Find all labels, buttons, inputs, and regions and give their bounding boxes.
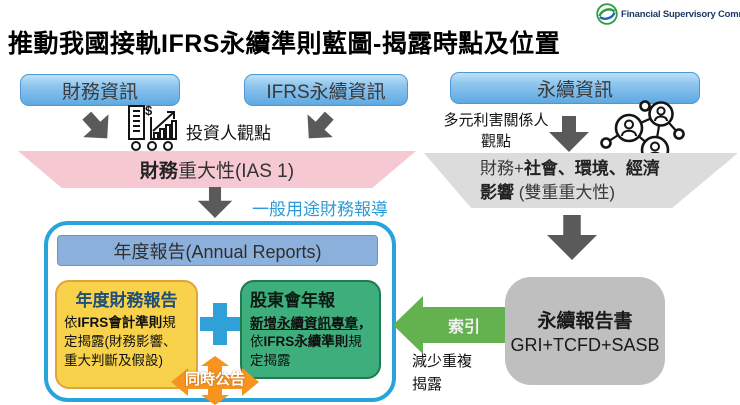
reduce-line2: 揭露 xyxy=(412,376,443,393)
shareholder-report-body: 依IFRS永續準則規定揭露 xyxy=(250,332,372,370)
shareholder-subtitle-text: 新增永續資訊專章 xyxy=(250,316,358,331)
shareholder-report-title: 股東會年報 xyxy=(250,291,335,310)
fsc-logo-text: Financial Supervisory Commission xyxy=(621,8,740,20)
shareholder-report-subtitle: 新增永續資訊專章， xyxy=(250,312,372,332)
smr-body-pre: 依 xyxy=(250,334,264,349)
index-arrow-icon xyxy=(393,296,505,354)
shareholder-report-card: 股東會年報 新增永續資訊專章， 依IFRS永續準則規定揭露 xyxy=(240,280,381,379)
box-sustainability-info-label: 永續資訊 xyxy=(536,79,613,101)
index-label: 索引 xyxy=(447,319,480,336)
financial-materiality-trapezoid: 財務重大性(IAS 1) xyxy=(18,151,416,188)
double-materiality-line2: 影響 (雙重重大性) xyxy=(480,181,738,205)
afr-body-rest: 規定揭露(財務影響、重大判斷及假設) xyxy=(64,315,177,368)
fsc-logo-icon xyxy=(596,3,618,25)
box-financial-info: 財務資訊 xyxy=(20,74,180,106)
financial-materiality-bold: 財務 xyxy=(139,161,178,182)
stakeholder-line2: 觀點 xyxy=(480,133,511,150)
arrow-to-annual-reports-icon xyxy=(197,187,233,218)
afr-body-pre: 依 xyxy=(64,315,78,330)
stakeholder-perspective-label: 多元利害關係人 觀點 xyxy=(437,110,555,152)
arrow-to-sustainability-report-icon xyxy=(547,215,597,260)
arrow-financial-down-icon xyxy=(82,111,109,139)
double-materiality-rest: (雙重重大性) xyxy=(514,183,616,202)
arrow-sustainability-down-icon xyxy=(549,116,589,152)
investor-icon: $ xyxy=(128,103,177,159)
plus-icon xyxy=(200,303,240,345)
annual-financial-report-card: 年度財務報告 依IFRS會計準則規定揭露(財務影響、重大判斷及假設) xyxy=(55,280,198,389)
smr-body-rest: 規定揭露 xyxy=(250,334,362,368)
page-title: 推動我國接軌IFRS永續準則藍圖-揭露時點及位置 xyxy=(8,30,561,58)
investor-perspective-label: 投資人觀點 xyxy=(186,124,271,143)
annual-reports-header: 年度報告(Annual Reports) xyxy=(57,235,378,266)
sustainability-report-title: 永續報告書 xyxy=(537,311,633,332)
double-materiality-pre: 財務+ xyxy=(480,159,524,178)
afr-body-bold: IFRS會計準則 xyxy=(77,315,163,330)
fsc-logo: Financial Supervisory Commission xyxy=(596,3,740,25)
reduce-duplicate-disclosure-label: 減少重複 揭露 xyxy=(412,350,472,396)
box-ifrs-sustainability-info: IFRS永續資訊 xyxy=(244,74,408,106)
stakeholder-line1: 多元利害關係人 xyxy=(443,112,549,129)
annual-reports-header-label: 年度報告(Annual Reports) xyxy=(113,241,322,262)
general-purpose-reporting-label: 一般用途財務報導 xyxy=(252,200,388,219)
sustainability-report-frameworks: GRI+TCFD+SASB xyxy=(510,335,660,355)
simultaneous-announcement-label: 同時公告 xyxy=(184,371,245,388)
double-materiality-bold2: 影響 xyxy=(480,183,514,202)
box-sustainability-info: 永續資訊 xyxy=(450,72,700,104)
smr-body-bold: IFRS永續準則 xyxy=(263,334,349,349)
double-materiality-line1: 財務+社會、環境、經濟 xyxy=(480,157,738,181)
simultaneous-announcement-arrow-icon xyxy=(171,356,259,405)
shareholder-subtitle-tail: ， xyxy=(358,316,372,331)
arrow-ifrs-down-icon xyxy=(307,111,334,139)
box-ifrs-sustainability-info-label: IFRS永續資訊 xyxy=(266,81,386,103)
financial-materiality-rest: 重大性(IAS 1) xyxy=(177,161,295,182)
annual-financial-report-title: 年度財務報告 xyxy=(75,291,178,310)
box-financial-info-label: 財務資訊 xyxy=(61,81,138,103)
sustainability-report-card: 永續報告書 GRI+TCFD+SASB xyxy=(505,277,665,385)
reduce-line1: 減少重複 xyxy=(412,353,473,370)
annual-financial-report-body: 依IFRS會計準則規定揭露(財務影響、重大判斷及假設) xyxy=(64,313,189,370)
double-materiality-bold1: 社會、環境、經濟 xyxy=(523,159,660,178)
svg-text:$: $ xyxy=(145,103,153,118)
double-materiality-trapezoid: 財務+社會、環境、經濟 影響 (雙重重大性) xyxy=(424,153,738,208)
